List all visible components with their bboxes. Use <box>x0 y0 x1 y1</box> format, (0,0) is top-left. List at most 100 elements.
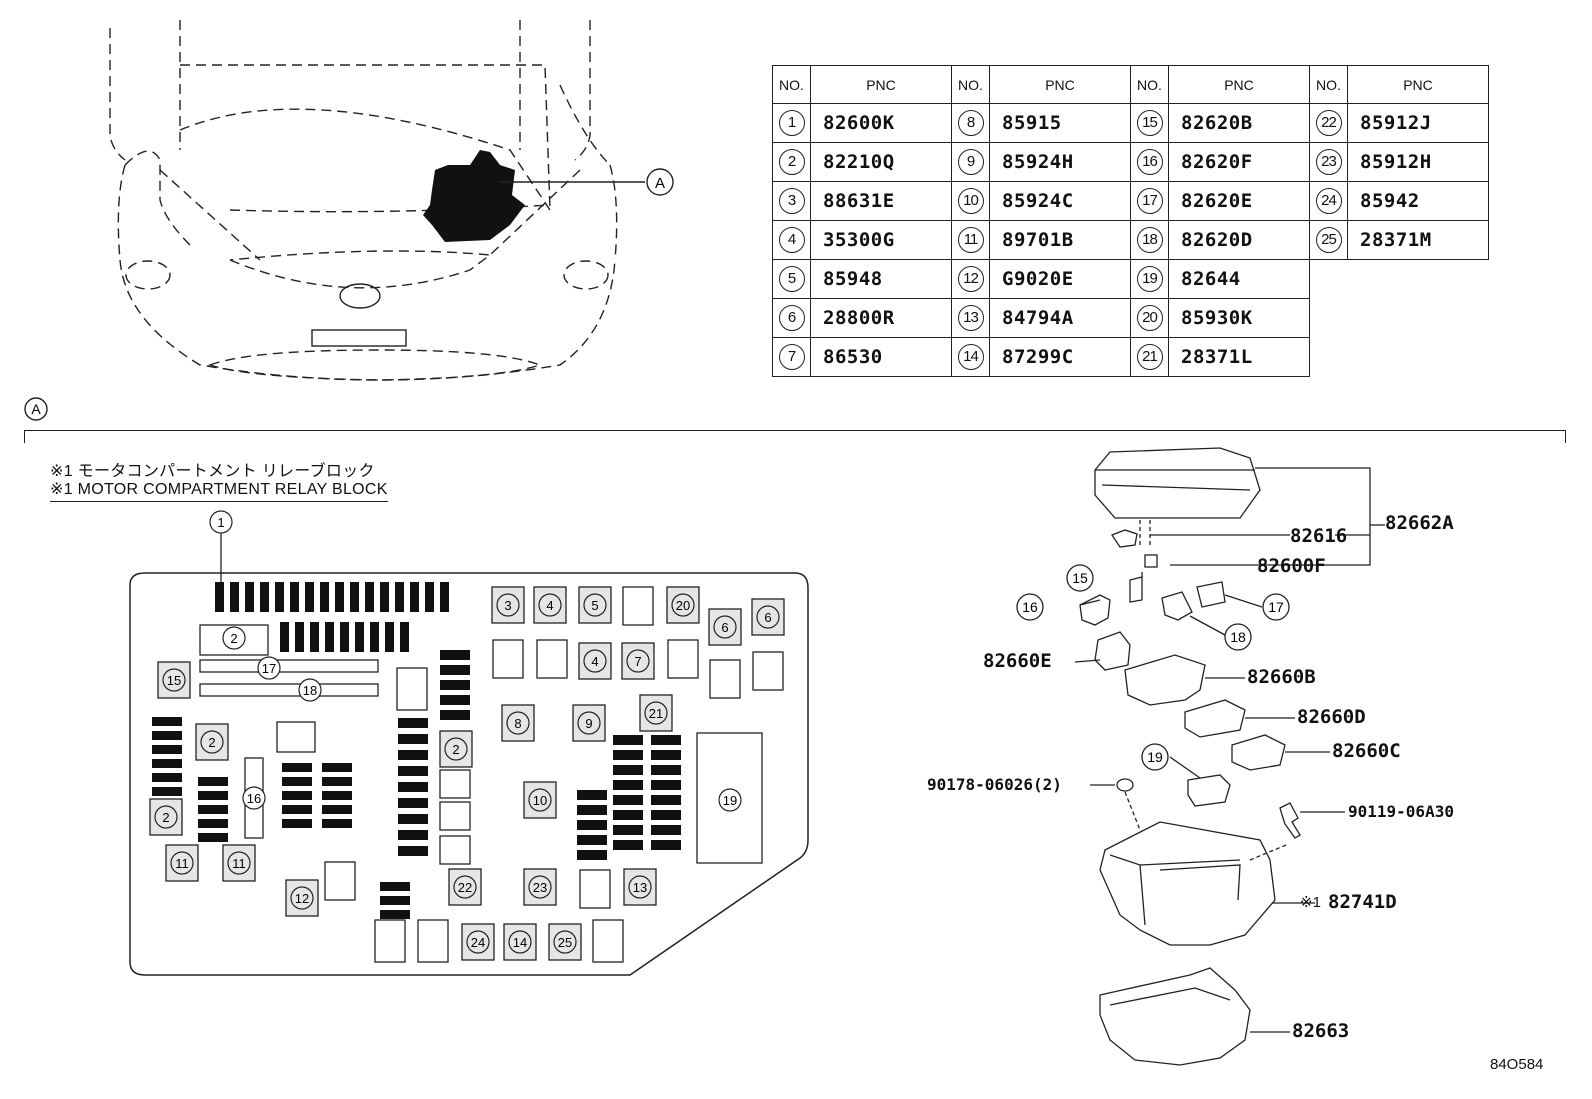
layout-slot-number: 21 <box>649 706 663 721</box>
fuse-blade <box>230 582 239 612</box>
relay-slot <box>199 624 269 656</box>
relay-slot <box>709 659 741 699</box>
fuse-mini <box>577 820 607 830</box>
label-82616: 82616 <box>1290 525 1348 547</box>
part-number-circle: 15 <box>1136 110 1163 136</box>
layout-slot-callout: 15 <box>157 661 191 699</box>
part-number-circle: 4 <box>778 227 805 253</box>
callout-18: 18 <box>1230 629 1246 645</box>
fuse-blade <box>385 622 394 652</box>
fuse-mini <box>152 773 182 782</box>
section-bracket <box>24 430 1566 443</box>
header-no: NO. <box>1309 65 1348 104</box>
layout-slot-number: 2 <box>162 810 169 825</box>
note-japanese: ※1 モータコンパートメント リレーブロック <box>50 463 375 480</box>
table-cell-no: 19 <box>1130 259 1169 299</box>
fuse-mini <box>440 665 470 675</box>
label-82660b: 82660B <box>1247 666 1316 688</box>
header-pnc: PNC <box>989 65 1131 104</box>
callout-19: 19 <box>1147 749 1163 765</box>
layout-slot-number: 7 <box>634 654 641 669</box>
table-cell-pnc: 87299C <box>989 337 1131 377</box>
part-18 <box>1161 591 1193 621</box>
table-cell-pnc: 82620F <box>1168 142 1310 182</box>
table-cell-pnc: 82600K <box>810 103 952 143</box>
cover-part <box>1094 447 1261 519</box>
part-17 <box>1196 581 1226 608</box>
table-cell-pnc: 35300G <box>810 220 952 260</box>
layout-slot-number: 25 <box>558 935 572 950</box>
header-no: NO. <box>772 65 811 104</box>
fuse-mini <box>398 830 428 840</box>
layout-slot-number: 20 <box>676 598 690 613</box>
callout-16: 16 <box>1022 599 1038 615</box>
table-cell-pnc: 85924C <box>989 181 1131 221</box>
table-cell-pnc: 85912J <box>1347 103 1489 143</box>
fuse-mini <box>380 896 410 905</box>
fuse-mini <box>282 777 312 786</box>
layout-slot-callout: 2 <box>222 626 246 650</box>
fuse-mini <box>398 798 428 808</box>
fuse-blade <box>245 582 254 612</box>
table-cell-no: 25 <box>1309 220 1348 260</box>
relay-box-82741d <box>1099 821 1276 946</box>
layout-slot-number: 2 <box>208 735 215 750</box>
part-number-circle: 13 <box>957 305 984 331</box>
layout-slot-callout: 7 <box>621 642 655 680</box>
fuse-mini <box>152 787 182 796</box>
table-cell-no: 13 <box>951 298 990 338</box>
table-cell-no: 6 <box>772 298 811 338</box>
label-82660e: 82660E <box>983 650 1052 672</box>
layout-slot-callout: 13 <box>623 868 657 906</box>
layout-slot-callout: 2 <box>149 798 183 836</box>
table-cell-pnc: 28371L <box>1168 337 1310 377</box>
part-82644 <box>1187 774 1231 807</box>
layout-slot-number: 17 <box>262 661 276 676</box>
label-82663: 82663 <box>1292 1020 1350 1042</box>
label-82660c: 82660C <box>1332 740 1401 762</box>
fuse-mini <box>651 750 681 760</box>
table-cell-no: 15 <box>1130 103 1169 143</box>
fuse-mini <box>440 695 470 705</box>
fuse-blade <box>295 622 304 652</box>
table-cell-no: 18 <box>1130 220 1169 260</box>
relay-slot <box>417 919 449 963</box>
part-number-circle: 6 <box>778 305 805 331</box>
relay-slot <box>592 919 624 963</box>
part-number-circle: 3 <box>778 188 805 214</box>
note-english: ※1 MOTOR COMPARTMENT RELAY BLOCK <box>50 479 388 502</box>
part-number-circle: 10 <box>957 188 984 214</box>
layout-slot-number: 5 <box>591 598 598 613</box>
section-a-label: A <box>31 401 41 417</box>
table-cell-pnc: 82620E <box>1168 181 1310 221</box>
table-cell-no: 8 <box>951 103 990 143</box>
fuse-mini <box>152 717 182 726</box>
relay-slot <box>244 757 264 839</box>
relay-slot <box>439 769 471 799</box>
fuse-blade <box>380 582 389 612</box>
relay-slot <box>752 651 784 691</box>
part-82660d <box>1184 699 1246 738</box>
table-cell-pnc: 85915 <box>989 103 1131 143</box>
fuse-blade <box>355 622 364 652</box>
table-cell-pnc: 82644 <box>1168 259 1310 299</box>
fuse-mini <box>577 850 607 860</box>
fuse-mini <box>282 819 312 828</box>
fuse-mini <box>440 680 470 690</box>
layout-slot-callout: 2 <box>439 730 473 768</box>
header-pnc: PNC <box>1168 65 1310 104</box>
fuse-blade <box>365 582 374 612</box>
layout-slot-callout: 21 <box>639 694 673 732</box>
layout-slot-number: 23 <box>533 880 547 895</box>
label-clip: 90178-06026(2) <box>927 775 1062 794</box>
layout-slot-number: 3 <box>504 598 511 613</box>
part-number-circle: 2 <box>778 149 805 175</box>
layout-slot-number: 10 <box>533 793 547 808</box>
relay-slot <box>199 659 379 673</box>
fuse-blade <box>215 582 224 612</box>
relay-slot <box>439 835 471 865</box>
table-cell-empty <box>1310 260 1348 299</box>
